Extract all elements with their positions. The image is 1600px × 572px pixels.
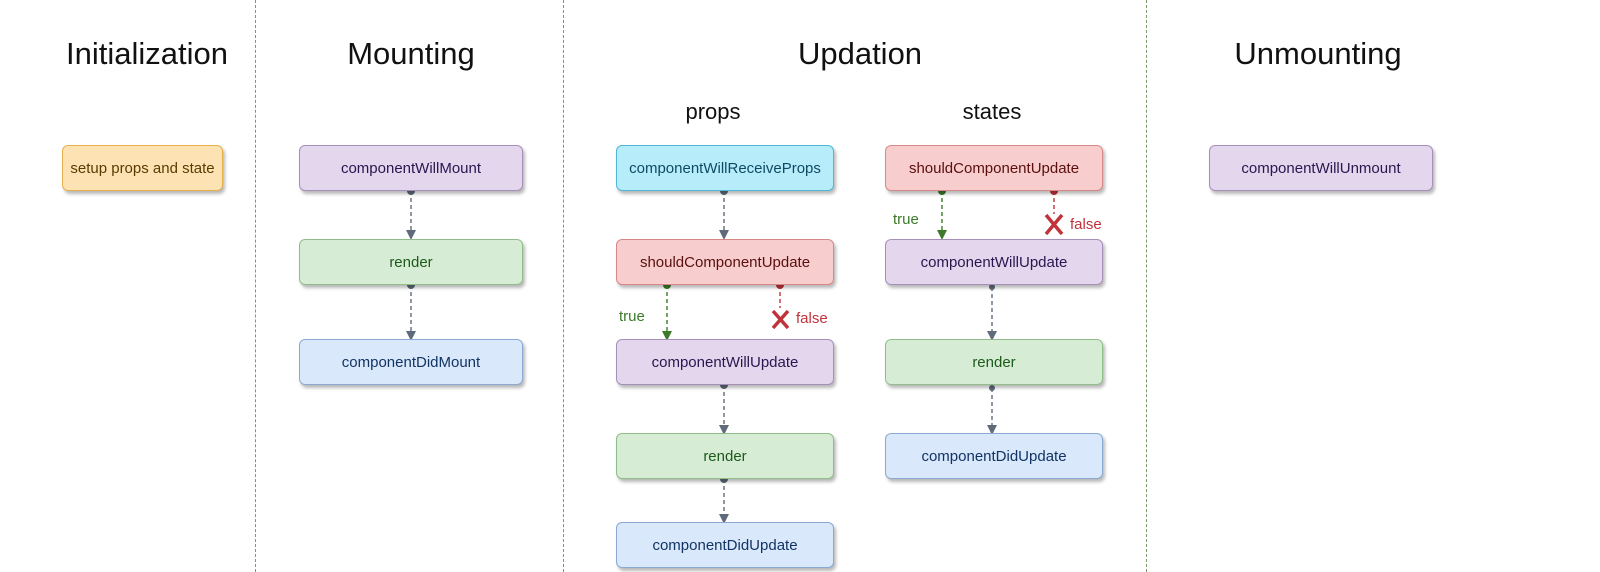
subphase-title-states: states — [962, 99, 1022, 124]
node-props-component-will-update: componentWillUpdate — [616, 339, 834, 385]
phase-title-initialization: Initialization — [66, 36, 228, 71]
condition-label-states-true: true — [893, 211, 919, 228]
connector-mount-will-to-render — [406, 187, 416, 240]
divider-initialization-mounting — [255, 0, 256, 572]
node-mount-render: render — [299, 239, 523, 285]
phase-title-unmounting: Unmounting — [1234, 36, 1402, 71]
false-x-icon — [771, 309, 790, 330]
phase-title-mounting: Mounting — [347, 36, 475, 71]
node-props-should-component-update: shouldComponentUpdate — [616, 239, 834, 285]
connector-states-should-true — [937, 187, 947, 240]
connector-props-should-false — [776, 281, 784, 308]
condition-label-props-true: true — [619, 308, 645, 325]
node-props-render: render — [616, 433, 834, 479]
connector-props-should-true — [662, 281, 672, 341]
node-unmount-component-will-unmount: componentWillUnmount — [1209, 145, 1433, 191]
connector-states-should-false — [1050, 187, 1058, 214]
node-states-should-component-update: shouldComponentUpdate — [885, 145, 1103, 191]
node-states-component-will-update: componentWillUpdate — [885, 239, 1103, 285]
divider-mounting-updation — [563, 0, 564, 572]
phase-title-updation: Updation — [797, 36, 923, 71]
connector-props-render-to-did — [719, 475, 729, 524]
node-props-component-will-receive-props: componentWillReceiveProps — [616, 145, 834, 191]
node-setup-props-and-state: setup props and state — [62, 145, 223, 191]
connector-mount-render-to-did — [406, 281, 416, 341]
connector-states-will-to-render — [987, 284, 997, 341]
node-mount-component-will-mount: componentWillMount — [299, 145, 523, 191]
connector-props-receive-to-should — [719, 187, 729, 240]
subphase-title-props: props — [685, 99, 741, 124]
node-states-render: render — [885, 339, 1103, 385]
divider-updation-unmounting — [1146, 0, 1147, 572]
connector-props-will-to-render — [719, 381, 729, 435]
false-x-icon — [1044, 213, 1064, 236]
condition-label-props-false: false — [796, 310, 828, 327]
node-states-component-did-update: componentDidUpdate — [885, 433, 1103, 479]
node-props-component-did-update: componentDidUpdate — [616, 522, 834, 568]
connector-states-render-to-did — [987, 385, 997, 435]
condition-label-states-false: false — [1070, 216, 1102, 233]
node-mount-component-did-mount: componentDidMount — [299, 339, 523, 385]
